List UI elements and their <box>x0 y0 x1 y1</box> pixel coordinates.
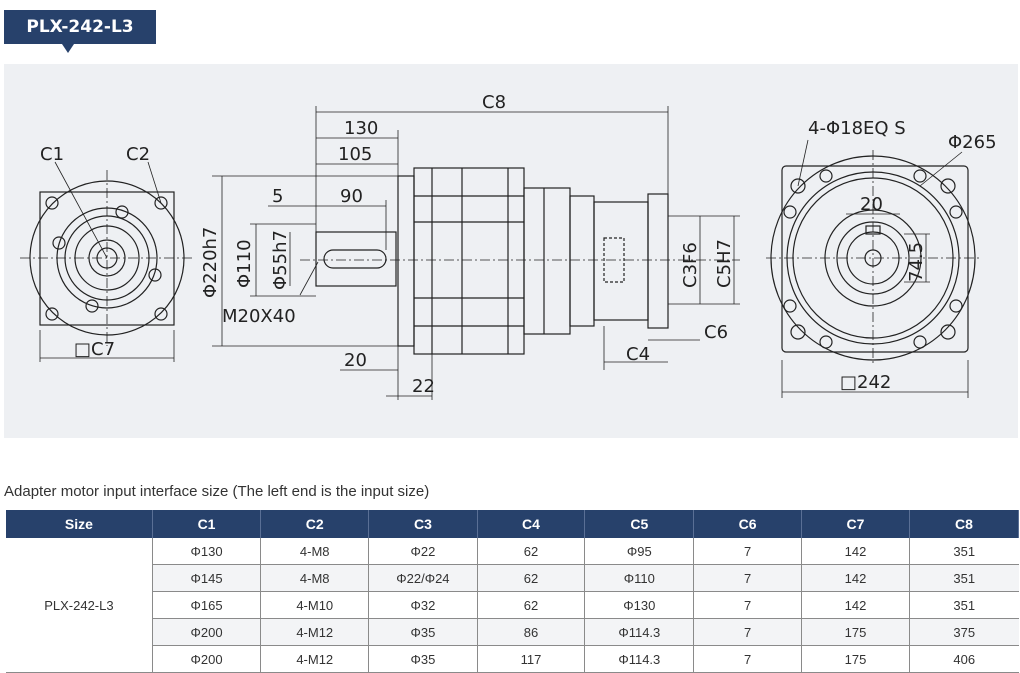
cell: Φ114.3 <box>584 645 694 673</box>
cell: Φ22/Φ24 <box>368 564 478 592</box>
cell: 62 <box>476 564 585 592</box>
label-phi265: Φ265 <box>948 132 997 153</box>
model-title-tag: PLX-242-L3 <box>4 10 156 53</box>
label-74-5: 74.5 <box>906 242 927 282</box>
cell: 7 <box>693 645 802 673</box>
label-m20: M20X40 <box>222 306 296 327</box>
input-flange-view <box>20 161 194 362</box>
table-header-row: Size C1 C2 C3 C4 C5 C6 C7 C8 <box>6 510 1019 538</box>
header-c8: C8 <box>909 510 1019 538</box>
interface-size-table: Size C1 C2 C3 C4 C5 C6 C7 C8 PLX-242-L3 … <box>6 510 1019 673</box>
technical-drawing: C1 C2 □C7 <box>4 64 1018 438</box>
cell: 4-M10 <box>260 591 369 619</box>
label-c5: C5H7 <box>714 239 735 288</box>
cell: Φ35 <box>368 645 478 673</box>
label-90: 90 <box>340 186 363 207</box>
cell: 7 <box>693 564 802 592</box>
drawing-svg: C1 C2 □C7 <box>20 92 997 400</box>
label-c3: C3F6 <box>680 242 701 288</box>
table-row: Φ165 4-M10 Φ32 62 Φ130 7 142 351 <box>6 591 1019 619</box>
cell: Φ200 <box>151 618 261 646</box>
label-phi110: Φ110 <box>234 239 255 288</box>
header-c4: C4 <box>477 510 586 538</box>
table-caption: Adapter motor input interface size (The … <box>4 483 430 500</box>
model-title: PLX-242-L3 <box>26 17 134 37</box>
label-5: 5 <box>272 186 283 207</box>
table-row: Φ200 4-M12 Φ35 86 Φ114.3 7 175 375 <box>6 618 1019 646</box>
output-flange-view <box>766 139 982 398</box>
cell: Φ114.3 <box>584 618 694 646</box>
header-c7: C7 <box>801 510 910 538</box>
label-20: 20 <box>344 350 367 371</box>
label-holes: 4-Φ18EQ S <box>808 118 906 139</box>
cell: 175 <box>801 618 910 646</box>
header-c2: C2 <box>260 510 370 538</box>
label-phi55: Φ55h7 <box>270 230 291 290</box>
cell: Φ130 <box>151 538 261 565</box>
table-row: Φ200 4-M12 Φ35 117 Φ114.3 7 175 406 <box>6 645 1019 673</box>
cell: 62 <box>476 538 585 565</box>
label-key-20: 20 <box>860 194 883 215</box>
header-c1: C1 <box>152 510 262 538</box>
cell: 142 <box>801 591 910 619</box>
header-c3: C3 <box>368 510 478 538</box>
cell: 7 <box>693 591 802 619</box>
label-c1: C1 <box>40 144 64 165</box>
cell: Φ35 <box>368 618 478 646</box>
header-c6: C6 <box>693 510 803 538</box>
cell: 351 <box>909 591 1019 619</box>
cell: 117 <box>476 645 585 673</box>
cell: 142 <box>801 538 910 565</box>
cell: 351 <box>909 538 1019 565</box>
label-c4: C4 <box>626 344 650 365</box>
cell: 175 <box>801 645 910 673</box>
cell: 406 <box>909 645 1019 673</box>
label-130: 130 <box>344 118 378 139</box>
cell: 86 <box>476 618 585 646</box>
cell: 375 <box>909 618 1019 646</box>
model-cell: PLX-242-L3 <box>6 538 153 673</box>
label-c6: C6 <box>704 322 728 343</box>
label-105: 105 <box>338 144 372 165</box>
cell: 4-M12 <box>260 645 369 673</box>
cell: 7 <box>693 618 802 646</box>
header-size: Size <box>6 510 153 538</box>
label-242: □242 <box>840 372 891 393</box>
cell: 7 <box>693 538 802 565</box>
label-c8: C8 <box>482 92 506 113</box>
cell: Φ130 <box>584 591 694 619</box>
label-22: 22 <box>412 376 435 397</box>
header-c5: C5 <box>584 510 695 538</box>
table-row: Φ145 4-M8 Φ22/Φ24 62 Φ110 7 142 351 <box>6 564 1019 592</box>
label-c2: C2 <box>126 144 150 165</box>
cell: Φ145 <box>151 564 261 592</box>
cell: Φ95 <box>584 538 694 565</box>
cell: 4-M12 <box>260 618 369 646</box>
cell: Φ165 <box>151 591 261 619</box>
cell: Φ32 <box>368 591 478 619</box>
label-c7: □C7 <box>74 339 115 360</box>
cell: 4-M8 <box>260 564 369 592</box>
cell: 4-M8 <box>260 538 369 565</box>
cell: Φ22 <box>368 538 478 565</box>
side-view <box>300 167 740 355</box>
side-dimensions <box>212 106 740 400</box>
label-phi220: Φ220h7 <box>200 227 221 298</box>
table-row: PLX-242-L3 Φ130 4-M8 Φ22 62 Φ95 7 142 35… <box>6 538 1019 673</box>
cell: Φ200 <box>151 645 261 673</box>
cell: Φ110 <box>584 564 694 592</box>
cell: 62 <box>476 591 585 619</box>
cell: 351 <box>909 564 1019 592</box>
cell: 142 <box>801 564 910 592</box>
